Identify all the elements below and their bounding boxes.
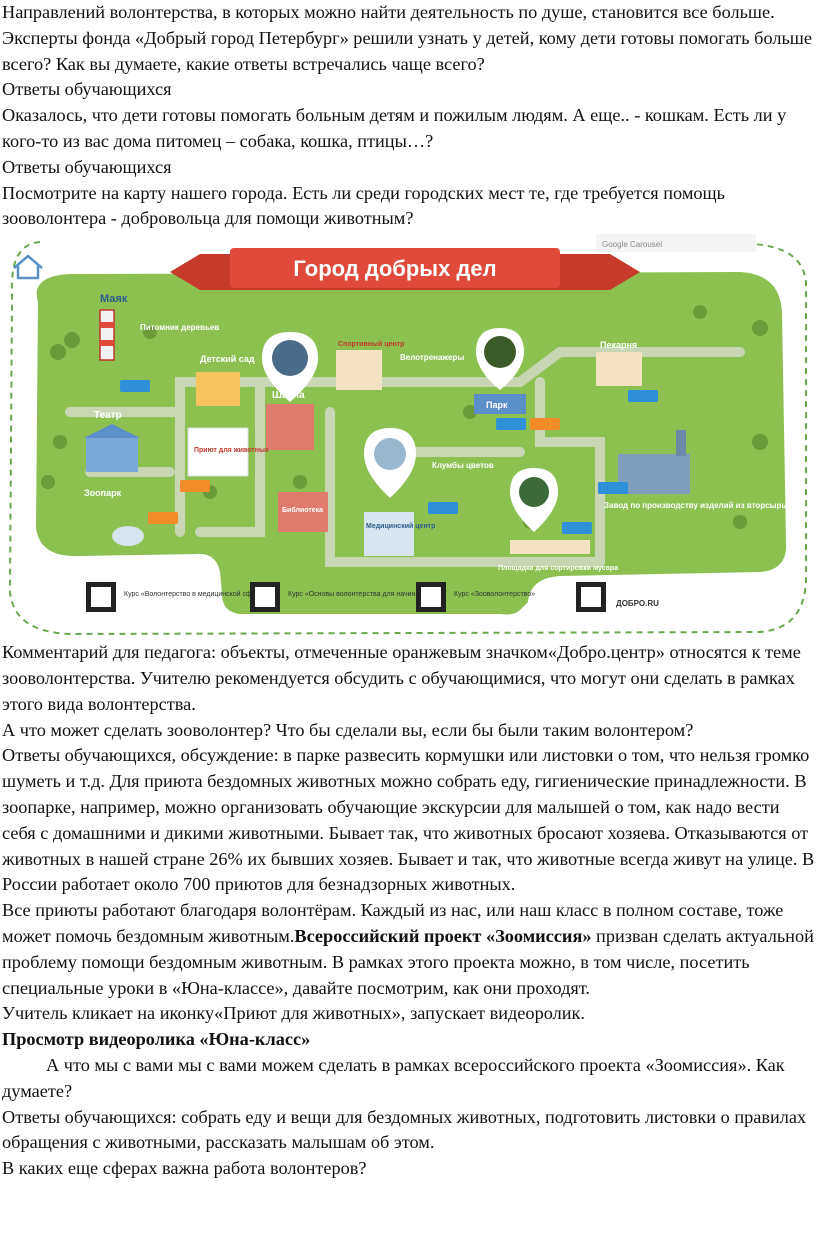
city-map-illustration: Google Carousel Город добрых дел bbox=[0, 232, 816, 640]
question-paragraph: А что может сделать зооволонтер? Что бы … bbox=[2, 719, 694, 740]
park-label: Парк bbox=[486, 400, 508, 410]
dobro-badge[interactable] bbox=[496, 418, 526, 431]
dobro-zoo-badge[interactable] bbox=[180, 480, 210, 493]
discussion-paragraph: Ответы обучающихся, обсуждение: в парке … bbox=[2, 745, 815, 895]
document: Направлений волонтерства, в которых можн… bbox=[0, 2, 816, 1179]
kindergarten[interactable]: Детский сад bbox=[196, 354, 255, 407]
kindergarten-label: Детский сад bbox=[200, 354, 255, 364]
map-title: Город добрых дел bbox=[293, 256, 496, 281]
sorting-label: Площадка для сортировки мусора bbox=[498, 565, 618, 572]
medical-center[interactable]: Медицинский центр bbox=[364, 428, 435, 557]
park[interactable]: Парк bbox=[474, 328, 560, 431]
video-heading: Просмотр видеоролика «Юна-класс» bbox=[2, 1029, 311, 1050]
exercisers-label: Велотренажеры bbox=[400, 353, 464, 362]
corner-note-box bbox=[596, 234, 756, 253]
project-text-after: призван сделать актуальной проблему помо… bbox=[2, 925, 814, 998]
dobro-zoo-badge[interactable] bbox=[148, 512, 178, 525]
project-text-before: Все приюты работают благодаря волонтёрам… bbox=[2, 900, 784, 946]
map-dashed-border bbox=[8, 241, 808, 636]
course-qr-3[interactable]: Курс «Зооволонтерство» bbox=[416, 582, 535, 613]
teacher-action-paragraph: Учитель кликает на иконку«Приют для живо… bbox=[2, 1003, 585, 1024]
lighthouse[interactable]: Маяк bbox=[99, 293, 128, 361]
dobro-zoo-badge[interactable] bbox=[530, 418, 560, 431]
course-label: Курс «Основы волонтерства для начинающих… bbox=[288, 591, 442, 598]
factory-label: Завод по производству изделий из вторсыр… bbox=[604, 501, 791, 510]
bakery[interactable]: Пекарня bbox=[596, 340, 658, 403]
lighthouse-label: Маяк bbox=[100, 293, 128, 305]
site-qr[interactable]: ДОБРО.RU bbox=[576, 582, 659, 613]
bakery-label: Пекарня bbox=[600, 340, 637, 350]
school-label: Школа bbox=[272, 390, 305, 401]
title-banner: Город добрых дел bbox=[170, 248, 640, 291]
shelter-label: Приют для животных bbox=[194, 447, 269, 454]
home-icon[interactable] bbox=[13, 254, 43, 280]
course-label: Курс «Волонтерство в медицинской сфере» bbox=[124, 590, 267, 598]
factory[interactable]: Завод по производству изделий из вторсыр… bbox=[598, 430, 791, 510]
intro-paragraph: Направлений волонтерства, в которых можн… bbox=[2, 2, 812, 74]
dobro-badge[interactable] bbox=[562, 522, 592, 535]
theatre-label: Театр bbox=[94, 410, 122, 421]
zoo-label: Зоопарк bbox=[84, 488, 122, 498]
flowerbeds-label: Клумбы цветов bbox=[432, 461, 494, 470]
map-question-paragraph: Посмотрите на карту нашего города. Есть … bbox=[2, 182, 725, 229]
closing-question: В каких еще сферах важна работа волонтер… bbox=[2, 1158, 367, 1179]
site-label: ДОБРО.RU bbox=[616, 599, 659, 608]
sport-center-label: Спортивный центр bbox=[338, 340, 404, 348]
school[interactable]: Школа bbox=[262, 332, 318, 451]
question-paragraph: А что мы с вами мы с вами можем сделать … bbox=[2, 1054, 785, 1101]
student-answers-label: Ответы обучающихся bbox=[2, 79, 172, 100]
answers-paragraph: Ответы обучающихся: собрать еду и вещи д… bbox=[2, 1106, 807, 1153]
nursery-label: Питомник деревьев bbox=[140, 323, 219, 332]
flowerbeds[interactable]: Клумбы цветов bbox=[428, 461, 494, 515]
dobro-badge[interactable] bbox=[428, 502, 458, 515]
project-name: Всероссийский проект «Зоомиссия» bbox=[294, 925, 592, 946]
corner-note: Google Carousel bbox=[602, 240, 662, 249]
teacher-comment: Комментарий для педагога: объекты, отмеч… bbox=[2, 642, 801, 714]
dobro-badge[interactable] bbox=[598, 482, 628, 495]
course-qr-2[interactable]: Курс «Основы волонтерства для начинающих… bbox=[250, 582, 442, 613]
result-paragraph: Оказалось, что дети готовы помогать боль… bbox=[2, 105, 787, 151]
theatre[interactable]: Театр bbox=[84, 410, 140, 473]
sport-center[interactable]: Спортивный центр bbox=[336, 340, 404, 391]
student-answers-label: Ответы обучающихся bbox=[2, 156, 172, 177]
dobro-badge[interactable] bbox=[628, 390, 658, 403]
dobro-badge[interactable] bbox=[120, 380, 150, 393]
course-qr-1[interactable]: Курс «Волонтерство в медицинской сфере» bbox=[86, 582, 267, 613]
city-map-svg: Google Carousel Город добрых дел bbox=[8, 234, 808, 636]
zoo[interactable]: Зоопарк bbox=[84, 488, 178, 547]
library[interactable]: Библиотека bbox=[278, 492, 328, 533]
course-label: Курс «Зооволонтерство» bbox=[454, 591, 535, 598]
sorting-area[interactable]: Площадка для сортировки мусора bbox=[498, 468, 618, 572]
library-label: Библиотека bbox=[282, 506, 323, 514]
medical-label: Медицинский центр bbox=[366, 522, 435, 530]
animal-shelter[interactable]: Приют для животных bbox=[180, 427, 269, 493]
project-paragraph: Все приюты работают благодаря волонтёрам… bbox=[0, 898, 816, 1001]
